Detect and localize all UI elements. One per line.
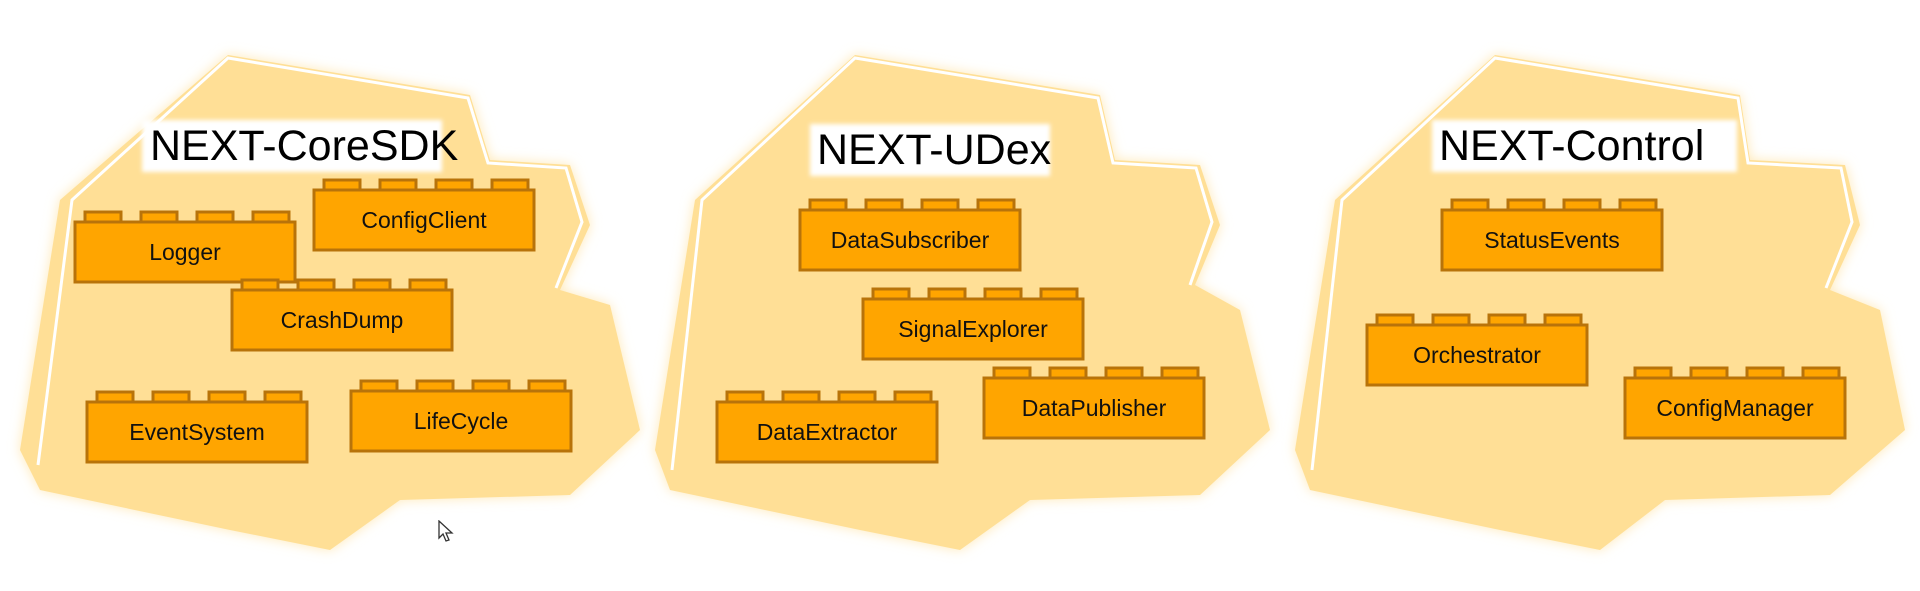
component-block: SignalExplorer bbox=[861, 287, 1085, 361]
block-body bbox=[1440, 208, 1664, 272]
region-highlight bbox=[670, 56, 1214, 471]
block-body bbox=[798, 208, 1022, 272]
block-body bbox=[982, 376, 1206, 440]
region-next-udex: NEXT-UDex DataSubscriberSignalExplorerDa… bbox=[655, 55, 1270, 550]
block-label: StatusEvents bbox=[1484, 227, 1620, 253]
block-body bbox=[85, 400, 309, 464]
component-block: Logger bbox=[73, 210, 297, 284]
component-block: ConfigManager bbox=[1623, 366, 1847, 440]
block-body bbox=[73, 220, 297, 284]
component-block: CrashDump bbox=[230, 278, 454, 352]
block-body bbox=[1623, 376, 1847, 440]
region-title: NEXT-CoreSDK bbox=[150, 122, 459, 170]
block-body bbox=[349, 389, 573, 453]
component-block: DataSubscriber bbox=[798, 198, 1022, 272]
component-block: EventSystem bbox=[85, 390, 309, 464]
component-block: StatusEvents bbox=[1440, 198, 1664, 272]
region-title: NEXT-Control bbox=[1439, 122, 1704, 170]
block-body bbox=[861, 297, 1085, 361]
block-label: ConfigManager bbox=[1656, 395, 1814, 421]
component-block: ConfigClient bbox=[312, 178, 536, 252]
block-body bbox=[1365, 323, 1589, 387]
region-highlight bbox=[36, 56, 584, 466]
region-title-background bbox=[810, 124, 1050, 176]
block-label: ConfigClient bbox=[361, 207, 487, 233]
block-label: Orchestrator bbox=[1413, 342, 1541, 368]
block-label: CrashDump bbox=[281, 307, 404, 333]
region-title: NEXT-UDex bbox=[817, 126, 1052, 174]
block-label: DataPublisher bbox=[1022, 395, 1167, 421]
block-body bbox=[715, 400, 939, 464]
component-block: DataExtractor bbox=[715, 390, 939, 464]
mouse-pointer-icon bbox=[438, 520, 454, 542]
component-block: Orchestrator bbox=[1365, 313, 1589, 387]
block-label: DataExtractor bbox=[757, 419, 898, 445]
block-body bbox=[312, 188, 536, 252]
block-label: EventSystem bbox=[129, 419, 265, 445]
component-block: LifeCycle bbox=[349, 379, 573, 453]
region-highlight bbox=[1310, 56, 1854, 471]
block-label: LifeCycle bbox=[414, 408, 509, 434]
block-body bbox=[230, 288, 454, 352]
block-label: Logger bbox=[149, 239, 221, 265]
region-title-background bbox=[142, 120, 442, 172]
region-next-coresdk: NEXT-CoreSDK Logger ConfigClientCrashDump… bbox=[20, 55, 640, 550]
block-label: SignalExplorer bbox=[898, 316, 1048, 342]
component-block: DataPublisher bbox=[982, 366, 1206, 440]
region-title-background bbox=[1432, 120, 1737, 172]
block-label: DataSubscriber bbox=[831, 227, 990, 253]
region-next-control: NEXT-Control StatusEventsOrchestratorCon… bbox=[1295, 55, 1905, 550]
